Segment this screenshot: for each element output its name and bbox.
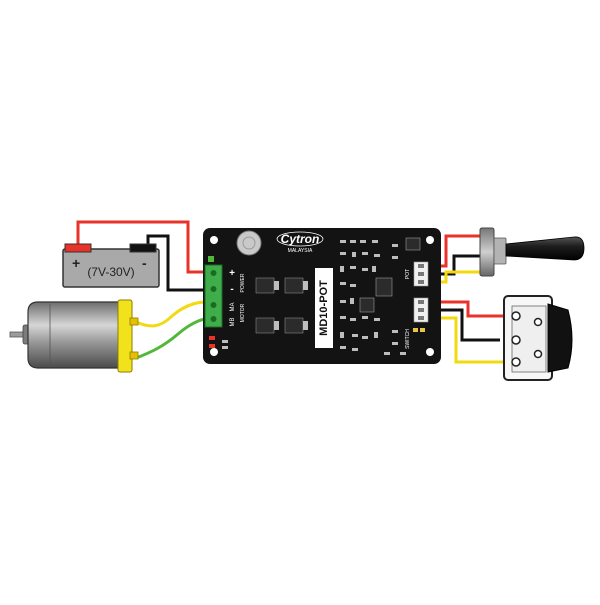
battery: + - (7V-30V): [62, 243, 160, 288]
switch-wire-yellow: [428, 316, 512, 364]
switch-terminal: [533, 317, 543, 327]
driver-ic: [359, 297, 375, 313]
status-led: [209, 336, 215, 340]
switch-terminal: [511, 335, 521, 345]
terminal-screw: [210, 316, 217, 322]
switch-wire-red: [428, 300, 512, 318]
md10-pot-board: Cytron MALAYSIA + - MA MB POWER MOTOR: [203, 228, 441, 364]
mosfets: [255, 277, 308, 334]
switch-terminal: [511, 311, 521, 321]
battery-voltage-label: (7V-30V): [87, 265, 134, 279]
power-label: POWER: [240, 273, 246, 292]
terminal-screw: [210, 302, 217, 308]
dc-motor: [9, 299, 139, 373]
terminal-ma-label: MA: [230, 303, 236, 312]
battery-negative-terminal: [129, 243, 157, 253]
switch-rocker: [547, 303, 573, 373]
motor-terminal-bottom: [129, 351, 139, 360]
battery-negative-symbol: -: [142, 255, 147, 271]
smd-components: [222, 240, 406, 355]
pot-knob: [505, 236, 585, 261]
mount-hole: [210, 236, 218, 244]
terminal-screw: [210, 286, 217, 292]
battery-body: [62, 248, 160, 288]
motor-label: MOTOR: [240, 303, 246, 322]
status-led: [209, 344, 215, 348]
model-label-plate: [315, 268, 333, 348]
mount-hole: [426, 348, 434, 356]
rocker-switch: [503, 295, 573, 381]
mount-hole: [426, 236, 434, 244]
board-origin: MALAYSIA: [288, 248, 313, 254]
battery-negative-wire: [146, 234, 218, 292]
pot-case: [479, 227, 495, 277]
brand-swoosh: [276, 231, 324, 247]
board-model: MD10-POT: [318, 280, 330, 336]
pin-marker: [413, 328, 418, 332]
motor-body: [27, 301, 123, 369]
pot-header-label: POT: [405, 269, 411, 279]
switch-wire-black: [428, 308, 500, 342]
pin-marker: [420, 328, 425, 332]
battery-positive-terminal: [64, 243, 92, 253]
terminal-minus-label: -: [230, 284, 233, 295]
board-brand: Cytron: [281, 232, 320, 246]
mount-hole: [210, 348, 218, 356]
driver-ic: [375, 277, 393, 297]
power-led: [208, 256, 214, 262]
battery-positive-wire: [76, 220, 218, 274]
switch-header-label: SWITCH: [405, 329, 411, 349]
terminal-block: [204, 264, 223, 328]
potentiometer: [479, 227, 585, 277]
motor-end-cap: [117, 299, 133, 373]
motor-terminal-top: [129, 317, 139, 326]
terminal-mb-label: MB: [230, 318, 236, 327]
regulator-ic: [405, 237, 421, 251]
terminal-plus-label: +: [229, 268, 235, 279]
capacitor: [236, 230, 262, 256]
switch-terminal: [511, 357, 521, 367]
switch-terminal: [533, 349, 543, 359]
battery-positive-symbol: +: [72, 255, 80, 271]
terminal-screw: [210, 270, 217, 276]
pot-bushing: [493, 237, 507, 265]
